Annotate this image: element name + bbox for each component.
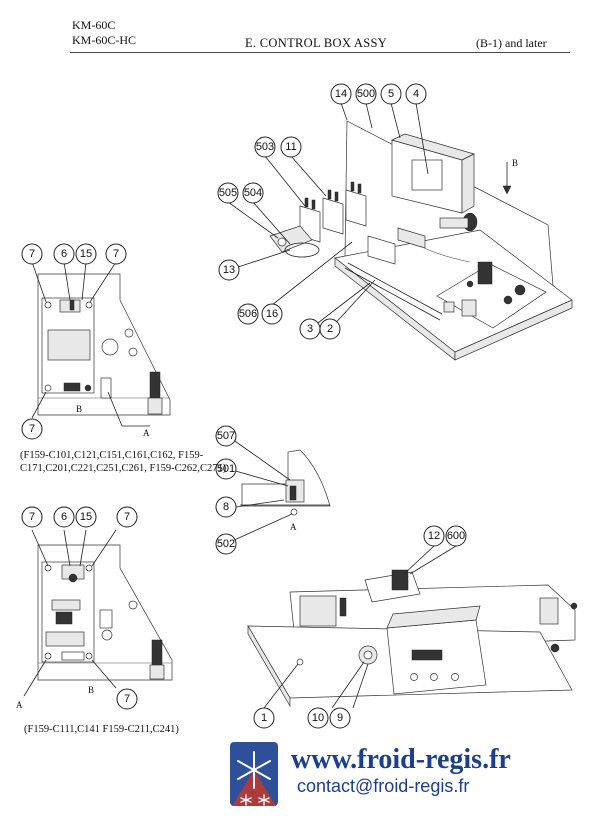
svg-text:507: 507: [217, 430, 235, 442]
callout-600: 600: [445, 525, 467, 547]
svg-text:15: 15: [80, 248, 92, 260]
svg-text:3: 3: [307, 323, 313, 335]
svg-text:506: 506: [239, 308, 257, 320]
svg-text:15: 15: [80, 511, 92, 523]
model-number-2: KM-60C-HC: [72, 33, 137, 47]
header-rule: [70, 52, 570, 53]
callout-14: 14: [330, 83, 352, 105]
svg-text:502: 502: [217, 538, 235, 550]
svg-text:500: 500: [357, 88, 375, 100]
board1-view-a-label: A: [143, 428, 150, 438]
contact-email-link[interactable]: contact@froid-regis.fr: [297, 776, 470, 796]
callout-5: 5: [380, 83, 402, 105]
svg-text:501: 501: [217, 463, 235, 475]
svg-text:503: 503: [256, 141, 274, 153]
callout-500: 500: [355, 83, 377, 105]
callout-503: 503: [254, 136, 276, 158]
svg-text:16: 16: [266, 308, 278, 320]
callout-1: 1: [253, 707, 275, 729]
callout-board2-7-bottom: 7: [116, 688, 138, 710]
svg-text:13: 13: [223, 264, 235, 276]
svg-text:1: 1: [261, 712, 267, 724]
svg-text:7: 7: [124, 511, 130, 523]
svg-text:7: 7: [29, 511, 35, 523]
detail-a-view: A: [231, 438, 331, 542]
board1-part-numbers: (F159-C101,C121,C151,C161,C162, F159-C17…: [20, 450, 227, 474]
callout-board1-7-top-right: 7: [105, 243, 127, 265]
svg-text:2: 2: [327, 323, 333, 335]
callout-board1-7-bottom: 7: [21, 418, 43, 440]
callout-3: 3: [299, 318, 321, 340]
svg-text:4: 4: [413, 88, 419, 100]
svg-text:6: 6: [61, 248, 67, 260]
callout-board1-7-top-left: 7: [21, 243, 43, 265]
svg-text:7: 7: [124, 693, 130, 705]
callout-10: 10: [307, 707, 329, 729]
board2-part-numbers: (F159-C111,C141 F159-C211,C241): [24, 724, 179, 735]
callout-502: 502: [215, 533, 237, 555]
callout-504: 504: [242, 182, 264, 204]
svg-text:12: 12: [428, 530, 440, 542]
snowflake-logo-icon: [230, 742, 278, 806]
page-title: E. CONTROL BOX ASSY: [245, 36, 388, 50]
callout-board2-6: 6: [53, 506, 75, 528]
svg-text:6: 6: [61, 511, 67, 523]
svg-text:8: 8: [223, 501, 229, 513]
board1-view-b-label: B: [76, 404, 82, 414]
svg-text:14: 14: [335, 88, 347, 100]
callout-board2-7-top-left: 7: [21, 506, 43, 528]
svg-text:7: 7: [113, 248, 119, 260]
svg-text:10: 10: [312, 712, 324, 724]
board-view-2: A B: [16, 529, 173, 710]
detail-view-a-label: A: [290, 522, 297, 532]
callout-board1-15: 15: [75, 243, 97, 265]
revision-label: (B-1) and later: [476, 36, 547, 50]
callout-board1-6: 6: [53, 243, 75, 265]
callout-507: 507: [215, 425, 237, 447]
svg-text:9: 9: [337, 712, 343, 724]
view-b-arrow-label: B: [512, 158, 518, 168]
svg-text:7: 7: [29, 423, 35, 435]
svg-text:5: 5: [388, 88, 394, 100]
svg-text:11: 11: [285, 141, 296, 153]
front-panel-assembly: [247, 545, 578, 709]
callout-12: 12: [423, 525, 445, 547]
website-link[interactable]: www.froid-regis.fr: [291, 744, 511, 775]
callout-board2-15: 15: [75, 506, 97, 528]
callout-9: 9: [329, 707, 351, 729]
callout-8: 8: [215, 496, 237, 518]
board-view-1: B A: [31, 261, 171, 438]
callout-board2-7-top-right: 7: [116, 506, 138, 528]
svg-text:505: 505: [219, 187, 237, 199]
callout-13: 13: [218, 259, 240, 281]
svg-text:7: 7: [29, 248, 35, 260]
svg-text:600: 600: [447, 530, 465, 542]
callout-2: 2: [319, 318, 341, 340]
callout-16: 16: [261, 303, 283, 325]
callout-506: 506: [237, 303, 259, 325]
svg-text:504: 504: [244, 187, 262, 199]
callout-11: 11: [280, 136, 302, 158]
model-number-1: KM-60C: [72, 18, 116, 32]
board2-view-b-label: B: [88, 685, 94, 695]
board2-view-a-label: A: [16, 700, 23, 710]
control-box-assembly: B: [227, 102, 573, 361]
callout-505: 505: [217, 182, 239, 204]
callout-4: 4: [405, 83, 427, 105]
callout-501: 501: [215, 458, 237, 480]
